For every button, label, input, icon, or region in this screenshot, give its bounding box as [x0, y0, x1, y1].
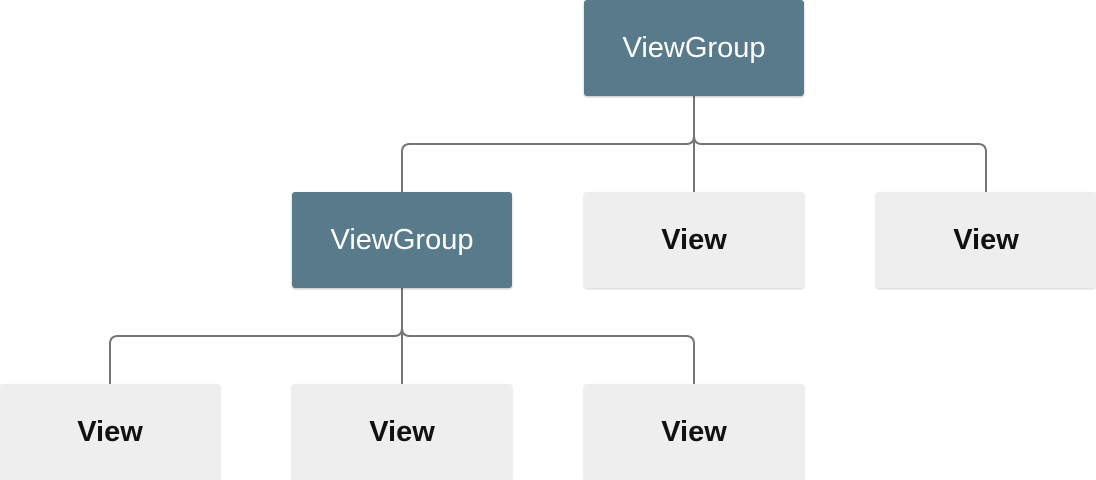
child-viewgroup-label: ViewGroup: [330, 223, 474, 256]
connector-group-left: [109, 327, 403, 384]
root-viewgroup-node: ViewGroup: [584, 0, 804, 96]
view-label: View: [953, 223, 1019, 256]
view-node: View: [876, 192, 1096, 288]
view-node: View: [0, 384, 220, 480]
view-label: View: [661, 223, 727, 256]
root-viewgroup-label: ViewGroup: [622, 31, 766, 64]
view-node: View: [584, 192, 804, 288]
connector-root-right: [702, 143, 987, 192]
view-node: View: [584, 384, 804, 480]
connector-root-stem: [693, 96, 703, 145]
view-label: View: [77, 415, 143, 448]
view-label: View: [661, 415, 727, 448]
view-node: View: [292, 384, 512, 480]
view-label: View: [369, 415, 435, 448]
connector-root-left: [401, 135, 695, 192]
connector-group-right: [410, 335, 695, 384]
connector-group-stem: [401, 288, 411, 337]
child-viewgroup-node: ViewGroup: [292, 192, 512, 288]
